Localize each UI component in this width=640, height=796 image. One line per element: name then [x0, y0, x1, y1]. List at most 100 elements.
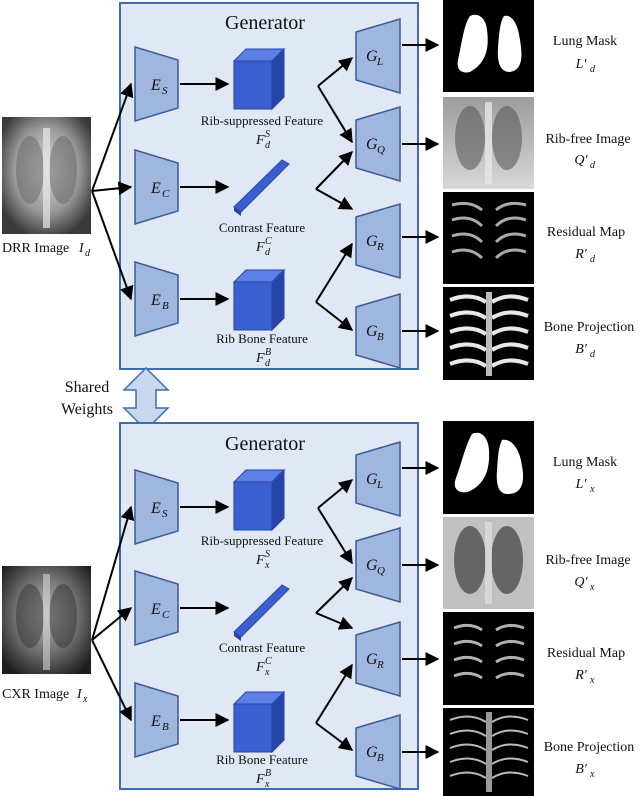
svg-text:F: F: [255, 351, 265, 366]
svg-text:C: C: [265, 656, 272, 667]
output-label-bone-projection-bottom: Bone Projection B′ x: [544, 740, 635, 780]
svg-text:E: E: [150, 500, 161, 517]
svg-text:G: G: [366, 557, 378, 574]
encoder-es: E S: [134, 45, 179, 123]
svg-text:R′: R′: [574, 668, 588, 683]
feature-cube-rib-suppressed: [232, 468, 286, 532]
shared-weights-label-line1: Shared: [65, 379, 109, 396]
output-image-rib-free-bottom: [443, 517, 534, 609]
decoder-gr: G R: [355, 620, 401, 698]
feature-symbol-contrast: F x C: [255, 656, 272, 678]
encoder-eb: E B: [134, 681, 179, 759]
svg-text:F: F: [255, 240, 265, 255]
svg-text:L′: L′: [575, 477, 588, 492]
output-image-lung-mask-top: [443, 0, 534, 92]
feature-symbol-rib-suppressed: F x S: [255, 549, 270, 571]
decoder-gq: G Q: [355, 526, 401, 604]
svg-text:F: F: [255, 553, 265, 568]
svg-text:E: E: [150, 180, 161, 197]
svg-text:L′: L′: [575, 57, 588, 72]
decoder-gb: G B: [355, 292, 401, 370]
feature-cube-rib-bone: [232, 268, 286, 332]
input-image-cxr: [2, 566, 91, 674]
svg-text:d: d: [590, 349, 596, 360]
svg-text:B′: B′: [575, 342, 588, 357]
svg-text:B: B: [265, 347, 271, 358]
svg-text:Rib-free Image: Rib-free Image: [545, 132, 630, 147]
encoder-eb: E B: [134, 260, 179, 338]
svg-text:Residual Map: Residual Map: [547, 646, 625, 661]
svg-text:d: d: [265, 247, 271, 258]
feature-label-contrast: Contrast Feature: [219, 640, 306, 655]
svg-text:C: C: [265, 236, 272, 247]
input-image-drr: [2, 117, 91, 234]
svg-text:F: F: [255, 133, 265, 148]
decoder-gl: G L: [355, 17, 401, 95]
svg-text:B: B: [162, 721, 169, 733]
arrows-internal-top: [180, 57, 354, 331]
generator-bottom: Generator E S E C E B Rib-suppressed Fea…: [119, 422, 419, 791]
feature-label-contrast: Contrast Feature: [219, 220, 306, 235]
svg-text:Bone Projection: Bone Projection: [544, 320, 635, 335]
svg-text:d: d: [265, 358, 271, 369]
svg-text:x: x: [589, 582, 595, 593]
svg-text:Residual Map: Residual Map: [547, 225, 625, 240]
svg-text:E: E: [150, 77, 161, 94]
output-label-rib-free-bottom: Rib-free Image Q′ x: [545, 553, 630, 593]
svg-text:R: R: [376, 659, 384, 671]
decoder-gb: G B: [355, 713, 401, 791]
svg-text:d: d: [590, 254, 596, 265]
svg-text:x: x: [264, 779, 270, 790]
svg-text:C: C: [162, 188, 170, 200]
svg-text:L: L: [376, 479, 383, 491]
svg-text:F: F: [255, 772, 265, 787]
decoder-gr: G R: [355, 202, 401, 280]
svg-text:I: I: [76, 687, 83, 702]
svg-text:d: d: [590, 160, 596, 171]
svg-text:G: G: [366, 323, 378, 340]
input-label-drr: DRR Image I d: [2, 241, 91, 259]
svg-text:B: B: [377, 752, 384, 764]
svg-text:Rib-free Image: Rib-free Image: [545, 553, 630, 568]
arrows-output-top: [402, 38, 440, 338]
svg-text:Q: Q: [377, 565, 385, 577]
feature-symbol-contrast: F d C: [255, 236, 272, 258]
svg-text:B: B: [162, 300, 169, 312]
feature-symbol-rib-suppressed: F d S: [255, 129, 271, 151]
arrows-input-bottom: [91, 505, 135, 722]
generator-title: Generator: [225, 12, 305, 34]
svg-text:x: x: [589, 769, 595, 780]
shared-weights-label-line2: Weights: [61, 401, 113, 418]
svg-text:Lung Mask: Lung Mask: [553, 455, 617, 470]
output-label-rib-free-top: Rib-free Image Q′ d: [545, 132, 630, 171]
svg-text:d: d: [265, 140, 271, 151]
svg-text:G: G: [366, 48, 378, 65]
shared-weights-arrow: [122, 366, 170, 432]
output-image-residual-map-top: [443, 192, 534, 284]
output-image-bone-projection-bottom: [443, 708, 534, 796]
svg-text:S: S: [162, 508, 168, 520]
feature-cube-rib-suppressed: [232, 47, 286, 111]
svg-text:B: B: [265, 768, 271, 779]
feature-label-rib-suppressed: Rib-suppressed Feature: [201, 533, 324, 548]
output-image-bone-projection-top: [443, 287, 534, 380]
output-image-lung-mask-bottom: [443, 421, 534, 514]
svg-text:S: S: [162, 85, 168, 97]
svg-text:Lung Mask: Lung Mask: [553, 34, 617, 49]
feature-label-rib-bone: Rib Bone Feature: [216, 331, 308, 346]
output-image-residual-map-bottom: [443, 612, 534, 705]
feature-symbol-rib-bone: F d B: [255, 347, 271, 369]
output-label-residual-map-top: Residual Map R′ d: [547, 225, 625, 265]
feature-bar-contrast: [233, 159, 290, 216]
encoder-ec: E C: [134, 148, 179, 226]
input-label-cxr: CXR Image I x: [2, 687, 88, 705]
arrows-internal-bottom: [180, 479, 354, 751]
svg-text:CXR Image: CXR Image: [2, 687, 69, 702]
output-label-residual-map-bottom: Residual Map R′ x: [547, 646, 625, 686]
svg-text:R′: R′: [574, 247, 588, 262]
svg-text:G: G: [366, 471, 378, 488]
output-label-lung-mask-bottom: Lung Mask L′ x: [553, 455, 617, 495]
encoder-ec: E C: [134, 569, 179, 647]
arrows-input-top: [91, 82, 134, 301]
decoder-gl: G L: [355, 440, 401, 518]
